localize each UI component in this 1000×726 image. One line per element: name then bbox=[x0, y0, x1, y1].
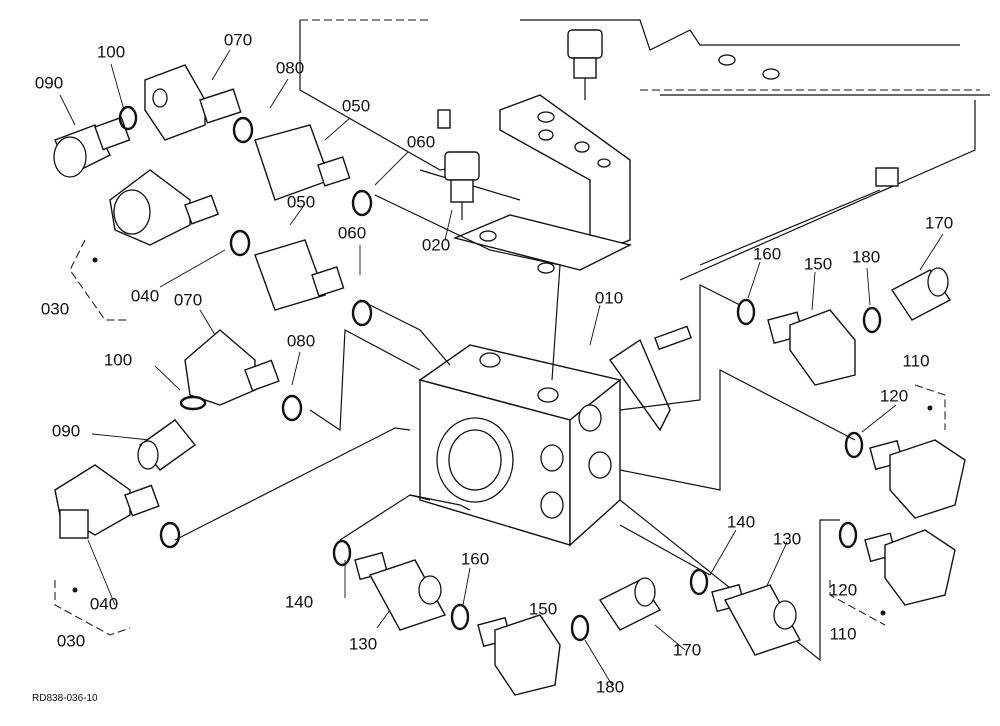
fitting-090-upper bbox=[53, 116, 131, 178]
callout-050-upper: 050 bbox=[342, 96, 370, 115]
oring-060-upper bbox=[351, 189, 373, 217]
oring-120-upper bbox=[844, 431, 864, 459]
oring-100-upper bbox=[118, 105, 138, 131]
callout-130-right: 130 bbox=[773, 529, 801, 548]
callout-170-lower: 170 bbox=[673, 640, 701, 659]
elbow-070-lower bbox=[184, 329, 280, 406]
drawing-code: RD838-036-10 bbox=[32, 693, 98, 704]
callout-120-lower: 120 bbox=[829, 580, 857, 599]
bracket-110-lower bbox=[829, 580, 886, 626]
frame-plate bbox=[299, 19, 990, 281]
callout-060-upper: 060 bbox=[407, 132, 435, 151]
oring-100-lower bbox=[179, 395, 207, 411]
callout-040-upper: 040 bbox=[131, 286, 159, 305]
callout-170-upper: 170 bbox=[925, 213, 953, 232]
plate-bracket bbox=[609, 325, 692, 432]
adapter-130-right bbox=[711, 583, 802, 656]
oring-040-upper bbox=[229, 229, 251, 257]
callout-150-lower: 150 bbox=[529, 599, 557, 618]
oring-180-lower bbox=[570, 614, 590, 642]
oring-060-middle bbox=[351, 299, 373, 327]
oring-080-upper bbox=[232, 116, 254, 144]
callout-labels: 070 100 080 090 050 060 050 060 020 030 … bbox=[32, 30, 953, 704]
callout-150-upper: 150 bbox=[804, 254, 832, 273]
fitting-090-lower bbox=[137, 419, 197, 471]
callout-100-lower: 100 bbox=[104, 350, 132, 369]
callout-030-upper: 030 bbox=[41, 299, 69, 318]
elbow-040-upper bbox=[109, 169, 220, 246]
adapter-050-upper bbox=[254, 124, 351, 201]
oring-080-lower bbox=[281, 394, 303, 422]
callout-040-lower: 040 bbox=[90, 594, 118, 613]
callout-010: 010 bbox=[595, 288, 623, 307]
adapter-130-left bbox=[354, 551, 447, 631]
callout-110-lower: 110 bbox=[829, 624, 856, 643]
callout-070-upper: 070 bbox=[224, 30, 252, 49]
elbow-040-lower bbox=[54, 464, 160, 539]
valve-block-010 bbox=[418, 344, 622, 547]
callout-070-lower: 070 bbox=[174, 290, 202, 309]
callout-160-lower: 160 bbox=[461, 549, 489, 568]
callout-180-lower: 180 bbox=[596, 677, 624, 696]
callout-030-lower: 030 bbox=[57, 631, 85, 650]
oring-140-right bbox=[689, 568, 709, 596]
bracket-030-upper bbox=[69, 239, 130, 321]
callout-140-right: 140 bbox=[727, 512, 755, 531]
callout-160-upper: 160 bbox=[753, 244, 781, 263]
leader-lines bbox=[59, 49, 944, 686]
callout-110-upper: 110 bbox=[902, 351, 929, 370]
adapter-050-middle bbox=[254, 239, 345, 311]
oring-040-lower bbox=[159, 521, 181, 549]
oring-120-lower bbox=[838, 521, 858, 549]
fitting-150-upper bbox=[767, 309, 856, 386]
mounting-bracket bbox=[452, 94, 633, 274]
oring-160-lower bbox=[450, 603, 470, 631]
bolt-020-upper bbox=[567, 29, 603, 100]
callout-100-upper: 100 bbox=[97, 42, 125, 61]
callout-130-left: 130 bbox=[349, 634, 377, 653]
oring-180-upper bbox=[862, 306, 882, 334]
elbow-070-upper bbox=[144, 64, 242, 141]
bracket-110-upper bbox=[914, 384, 946, 430]
elbow-110-lower bbox=[864, 529, 956, 606]
bracket-030-lower bbox=[54, 580, 131, 636]
oring-140-left bbox=[332, 539, 352, 567]
callout-140-left: 140 bbox=[285, 592, 313, 611]
callout-120-upper: 120 bbox=[880, 386, 908, 405]
fitting-170-upper bbox=[890, 267, 952, 321]
callout-080-lower: 080 bbox=[287, 331, 315, 350]
callout-180-upper: 180 bbox=[852, 247, 880, 266]
bolt-020-lower bbox=[444, 151, 480, 220]
elbow-110-upper bbox=[869, 439, 966, 519]
callout-080-upper: 080 bbox=[276, 58, 304, 77]
callout-090-lower: 090 bbox=[52, 421, 80, 440]
callout-060-middle: 060 bbox=[338, 223, 366, 242]
fitting-170-lower bbox=[598, 577, 662, 631]
callout-020: 020 bbox=[422, 235, 450, 254]
callout-090-upper: 090 bbox=[35, 73, 63, 92]
oring-160-upper bbox=[736, 298, 756, 326]
fitting-150-lower bbox=[477, 614, 561, 696]
callout-050-middle: 050 bbox=[287, 192, 315, 211]
